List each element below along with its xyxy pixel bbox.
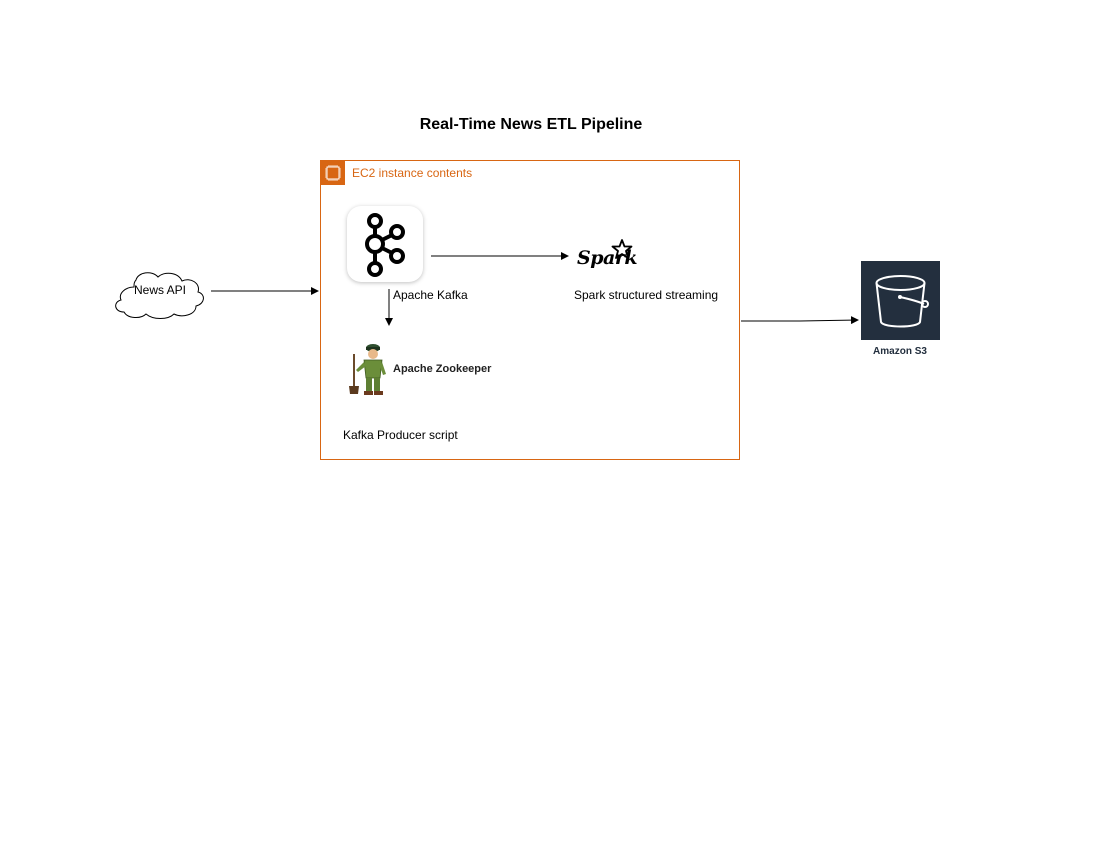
s3-bucket-icon <box>861 261 940 340</box>
kafka-label: Apache Kafka <box>393 288 468 302</box>
spark-label: Spark structured streaming <box>574 288 719 302</box>
producer-script-label: Kafka Producer script <box>343 428 458 442</box>
news-api-cloud <box>115 272 204 319</box>
zookeeper-figure-icon <box>349 344 386 395</box>
zookeeper-label: Apache Zookeeper <box>393 363 492 375</box>
kafka-logo-icon <box>347 206 423 282</box>
ec2-instance-label: EC2 instance contents <box>352 166 473 180</box>
edge-ec2-to-s3 <box>741 316 859 325</box>
spark-logo-text: Spark <box>577 247 638 269</box>
spark-star-icon <box>611 239 633 259</box>
news-api-label: News API <box>133 283 187 297</box>
diagram-title: Real-Time News ETL Pipeline <box>419 116 643 133</box>
s3-label: Amazon S3 <box>873 346 927 357</box>
ec2-instance-group <box>320 160 740 460</box>
ec2-instance-icon <box>321 161 345 185</box>
